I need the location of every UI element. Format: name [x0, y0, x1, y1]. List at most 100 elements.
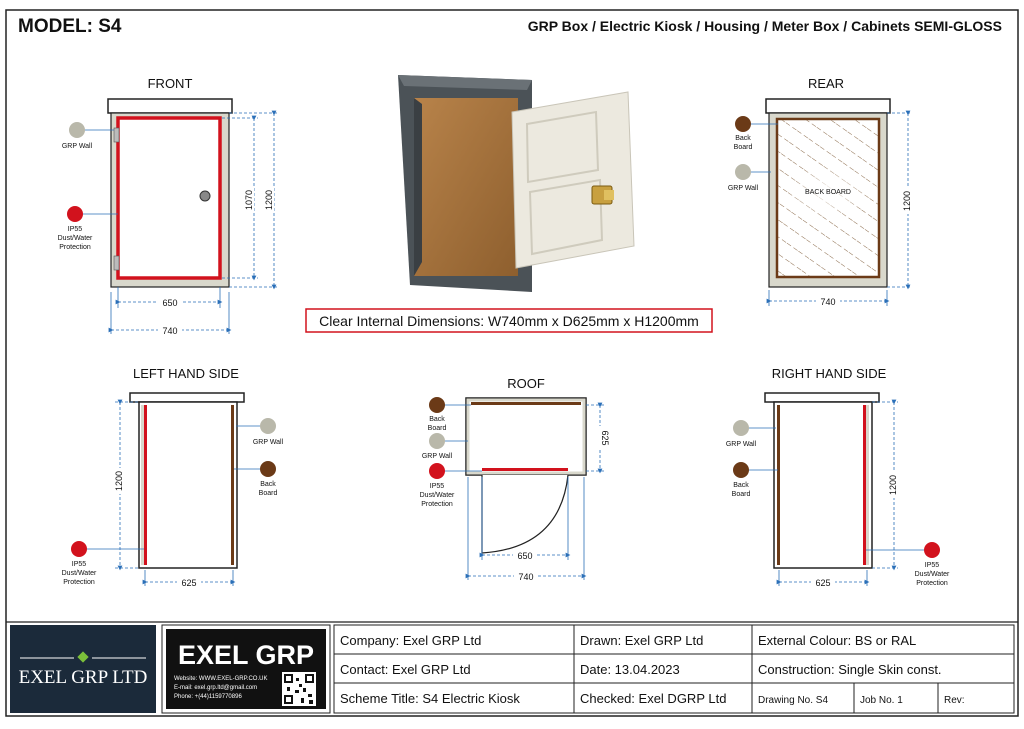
right-wall-marker	[733, 420, 749, 436]
rear-dim-1200: 1200	[902, 191, 912, 211]
right-backboard-strip	[777, 405, 780, 565]
rear-wall-marker	[735, 164, 751, 180]
front-ip55-marker	[67, 206, 83, 222]
front-dim-1200: 1200	[264, 190, 274, 210]
rear-panel-label: BACK BOARD	[805, 189, 851, 196]
tb-rev: Rev:	[944, 695, 965, 706]
right-ip55-label-1: IP55	[925, 562, 940, 569]
brand-phone: Phone: +(44)1159770896	[174, 694, 242, 700]
left-backboard-label-2: Board	[259, 490, 278, 497]
roof-ip55-strip	[482, 468, 568, 471]
front-dim-650: 650	[162, 298, 177, 308]
front-ip55-label-2: Dust/Water	[58, 235, 93, 242]
roof-ip55-label-1: IP55	[430, 483, 445, 490]
tb-date: Date: 13.04.2023	[580, 662, 680, 677]
dimensions-callout-box	[305, 308, 713, 333]
front-ip55-label-3: Protection	[59, 244, 91, 251]
left-dim-625: 625	[181, 578, 196, 588]
kiosk-photo	[398, 75, 635, 292]
roof-title: ROOF	[507, 376, 545, 391]
right-dim-625: 625	[815, 578, 830, 588]
model-label: MODEL: S4	[18, 16, 122, 37]
roof-dim-740: 740	[518, 572, 533, 582]
tb-drawing-no: Drawing No. S4	[758, 695, 828, 706]
front-ip55-label-1: IP55	[68, 226, 83, 233]
left-roof-cap	[129, 392, 245, 403]
front-hinge-bottom	[113, 255, 120, 271]
left-backboard-label-1: Back	[260, 481, 276, 488]
left-title: LEFT HAND SIDE	[133, 366, 239, 381]
right-backboard-label-1: Back	[733, 482, 749, 489]
sheet-border	[5, 9, 1019, 717]
front-roof-cap	[107, 98, 233, 114]
roof-door-swing	[481, 474, 569, 554]
left-dim-1200: 1200	[114, 471, 124, 491]
left-ip55-marker	[71, 541, 87, 557]
roof-view: ROOF Back Board GRP Wall IP55 Dust/Water…	[420, 376, 610, 582]
right-dim-1200: 1200	[888, 475, 898, 495]
rear-backboard-label-1: Back	[735, 135, 751, 142]
roof-backboard-label-1: Back	[429, 416, 445, 423]
right-title: RIGHT HAND SIDE	[772, 366, 887, 381]
tb-contact: Contact: Exel GRP Ltd	[340, 662, 471, 677]
front-wall-label: GRP Wall	[62, 143, 93, 150]
left-backboard-marker	[260, 461, 276, 477]
roof-backboard-strip	[471, 402, 581, 405]
tb-drawn: Drawn: Exel GRP Ltd	[580, 633, 703, 648]
left-wall-marker	[260, 418, 276, 434]
left-body	[138, 401, 238, 569]
roof-wall-marker	[429, 433, 445, 449]
left-ip55-strip	[144, 405, 147, 565]
tb-job-no: Job No. 1	[860, 695, 903, 706]
right-ip55-label-2: Dust/Water	[915, 571, 950, 578]
roof-wall-label: GRP Wall	[422, 453, 453, 460]
rear-backboard-marker	[735, 116, 751, 132]
front-dim-1070: 1070	[244, 190, 254, 210]
right-backboard-label-2: Board	[732, 491, 751, 498]
roof-ip55-marker	[429, 463, 445, 479]
company-logo-panel	[10, 625, 156, 713]
company-logo-text: EXEL GRP LTD	[19, 667, 148, 688]
left-ip55-label-2: Dust/Water	[62, 570, 97, 577]
right-ip55-marker	[924, 542, 940, 558]
tb-construction: Construction: Single Skin const.	[758, 662, 942, 677]
rear-title: REAR	[808, 76, 844, 91]
tb-external-colour: External Colour: BS or RAL	[758, 633, 916, 648]
title-block: EXEL GRP LTD EXEL GRP Website: WWW.EXEL-…	[6, 621, 1018, 714]
header-title: GRP Box / Electric Kiosk / Housing / Met…	[527, 18, 1002, 34]
left-ip55-label-1: IP55	[72, 561, 87, 568]
roof-dim-625: 625	[600, 430, 610, 445]
right-wall-label: GRP Wall	[726, 441, 757, 448]
rear-dim-740: 740	[820, 297, 835, 307]
right-side-view: RIGHT HAND SIDE GRP Wall Back Board IP55…	[726, 366, 950, 588]
right-backboard-marker	[733, 462, 749, 478]
roof-backboard-marker	[429, 397, 445, 413]
front-lock-icon	[199, 190, 211, 202]
tb-company: Company: Exel GRP Ltd	[340, 633, 481, 648]
roof-dim-650: 650	[517, 551, 532, 561]
front-title: FRONT	[148, 76, 193, 91]
right-body	[773, 401, 873, 569]
roof-backboard-label-2: Board	[428, 425, 447, 432]
rear-roof-cap	[765, 98, 891, 114]
front-wall-marker	[69, 122, 85, 138]
front-hinge-top	[113, 127, 120, 143]
rear-view: REAR BACK BOARD Back Board GRP Wall 1200…	[728, 76, 912, 307]
rear-wall-label: GRP Wall	[728, 185, 759, 192]
tb-checked: Checked: Exel DGRP Ltd	[580, 691, 726, 706]
roof-ip55-label-3: Protection	[421, 501, 453, 508]
right-ip55-label-3: Protection	[916, 580, 948, 587]
left-ip55-label-3: Protection	[63, 579, 95, 586]
front-dim-740: 740	[162, 326, 177, 336]
tb-scheme: Scheme Title: S4 Electric Kiosk	[340, 691, 520, 706]
left-backboard-strip	[231, 405, 234, 565]
dimensions-callout: Clear Internal Dimensions: W740mm x D625…	[319, 313, 699, 329]
front-view: FRONT GRP Wall IP55 Dust/Water Protectio…	[58, 76, 278, 336]
right-ip55-strip	[863, 405, 866, 565]
right-roof-cap	[764, 392, 880, 403]
brand-email: E-mail: exel.grp.ltd@gmail.com	[174, 685, 257, 691]
left-side-view: LEFT HAND SIDE GRP Wall Back Board IP55 …	[62, 366, 284, 588]
rear-backboard-label-2: Board	[734, 144, 753, 151]
